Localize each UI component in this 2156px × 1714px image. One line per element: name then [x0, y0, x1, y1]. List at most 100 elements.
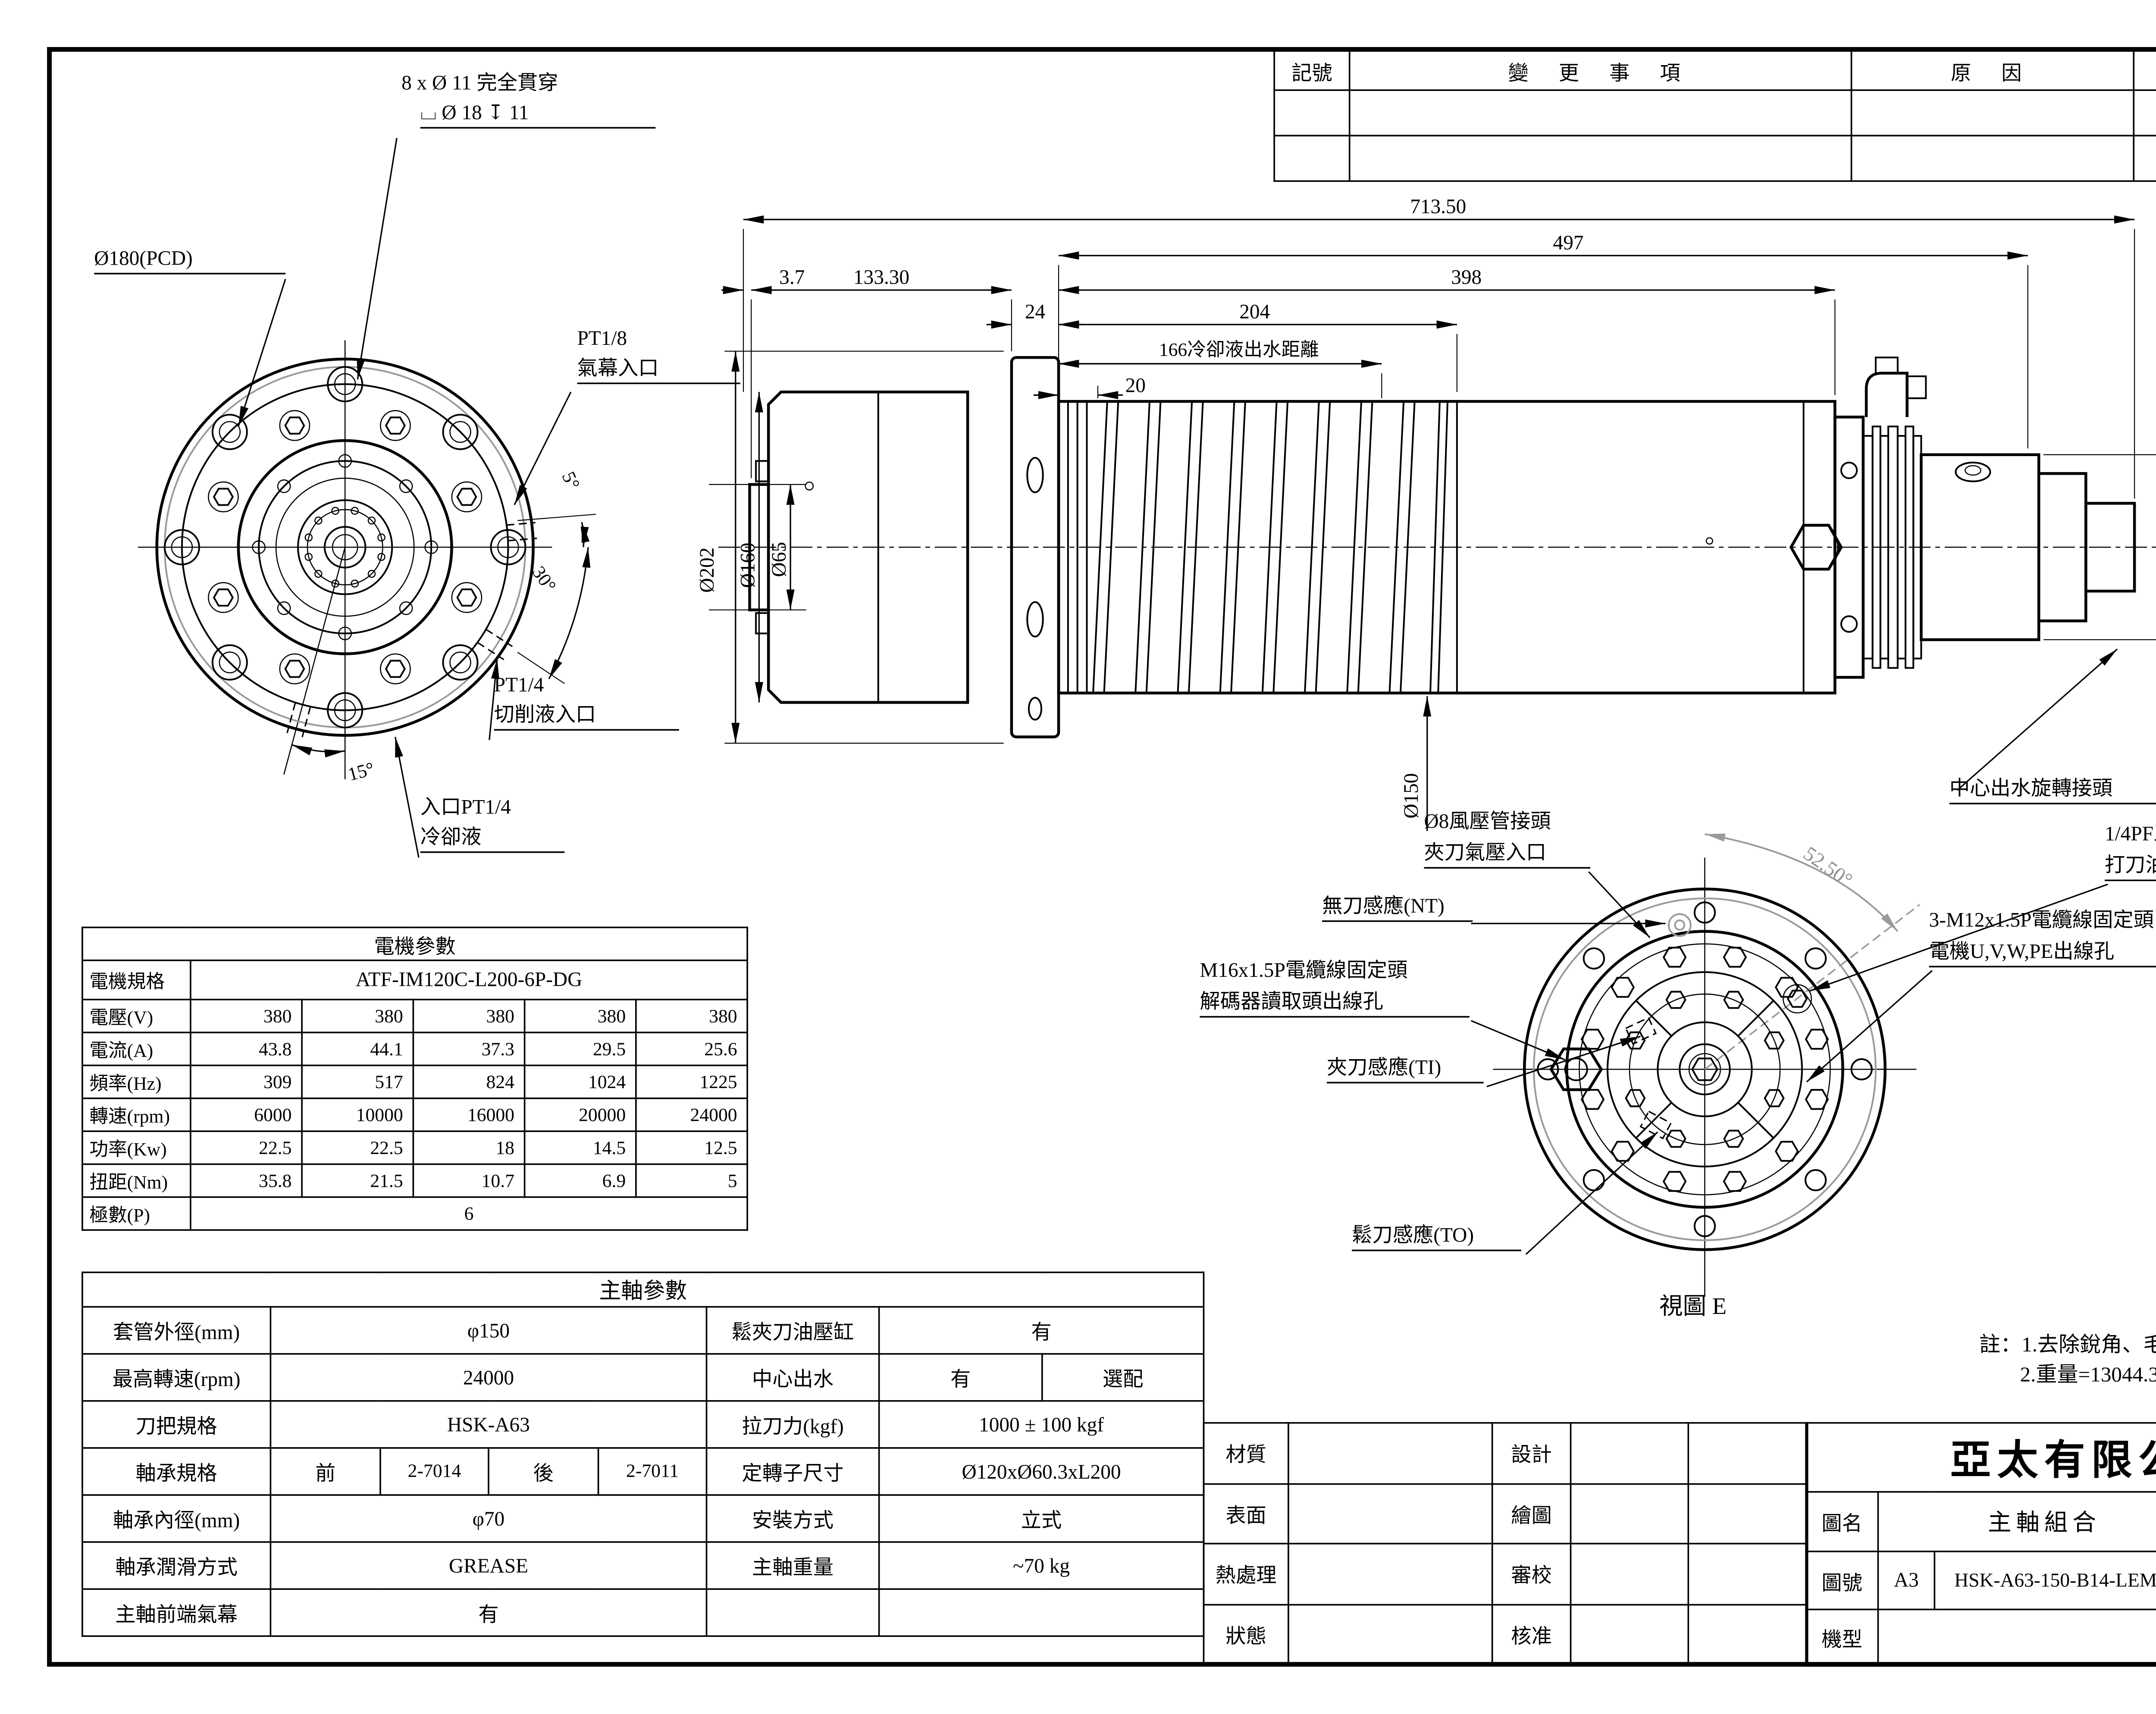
table-cell: 29.5 [523, 1032, 637, 1067]
table-row [1273, 89, 2156, 137]
table-cell: 24000 [270, 1353, 708, 1402]
bolt-pattern-note-line2: ⌴ Ø 18 ↧ 11 [420, 101, 656, 128]
dim-3-7: 3.7 [779, 265, 805, 289]
dim-497: 497 [1553, 230, 1584, 254]
ti-sensor-label: 夾刀感應(TI) [1326, 1056, 1484, 1083]
table-row: 轉速(rpm) 6000 10000 16000 20000 24000 [81, 1097, 749, 1132]
table-cell: 極數(P) [81, 1196, 191, 1231]
table-cell: 日期 [2133, 50, 2156, 91]
cutting-fluid-label-line1: PT1/4 [494, 672, 544, 696]
air-curtain-label-line2: 氣幕入口 [577, 357, 740, 384]
table-cell: 6.9 [523, 1163, 637, 1198]
dim-24: 24 [1025, 299, 1046, 323]
review-label: 審校 [1491, 1542, 1572, 1605]
table-cell: φ150 [270, 1306, 708, 1355]
table-cell: 14.5 [523, 1130, 637, 1165]
note-line1: 註：1.去除銳角、毛邊 [1979, 1332, 2156, 1357]
table-cell: 立式 [878, 1494, 1205, 1543]
table-cell: 37.3 [412, 1032, 526, 1067]
table-cell: 380 [301, 998, 414, 1033]
table-cell: 轉速(rpm) [81, 1097, 191, 1132]
sheet-border [47, 47, 2156, 1667]
table-cell [1288, 1542, 1493, 1605]
table-cell [1348, 89, 1852, 137]
table-cell [1687, 1603, 1808, 1665]
table-cell: 21.5 [301, 1163, 414, 1198]
table-cell: 套管外徑(mm) [81, 1306, 272, 1355]
table-cell: 12.5 [635, 1130, 749, 1165]
dia-150-label: Ø150 [1399, 773, 1423, 819]
table-cell: 10.7 [412, 1163, 526, 1198]
table-cell: 扭距(Nm) [81, 1163, 191, 1198]
title-block-left: 材質 設計 表面 繪圖 熱處理 審校 狀態 核准 [1203, 1422, 1808, 1665]
table-cell [1877, 1608, 2156, 1667]
pcd-label: Ø180(PCD) [94, 247, 285, 274]
air-tube-label-line2: 夾刀氣壓入口 [1424, 841, 1591, 868]
table-cell: 軸承規格 [81, 1447, 272, 1496]
table-row: 極數(P) 6 [81, 1196, 749, 1231]
table-cell: 有 [270, 1588, 708, 1637]
dim-713: 713.50 [1410, 194, 1467, 218]
table-cell: 有 [878, 1353, 1043, 1402]
table-cell: ATF-IM120C-L200-6P-DG [190, 959, 749, 1001]
table-cell: 定轉子尺寸 [705, 1447, 880, 1496]
table-row: 圖號 A3 HSK-A63-150-B14-LEM-AC 比例 1:3 [1805, 1551, 2156, 1611]
table-cell: 6000 [190, 1097, 303, 1132]
table-cell: 22.5 [190, 1130, 303, 1165]
dim-20: 20 [1125, 373, 1146, 397]
table-row: 熱處理 審校 [1203, 1542, 1808, 1605]
table-cell: 24000 [635, 1097, 749, 1132]
table-cell: 刀把規格 [81, 1400, 272, 1449]
side-dimensions [708, 215, 2156, 831]
table-row: 電機參數 [81, 926, 749, 961]
table-cell [1687, 1422, 1808, 1484]
view-e-caption: 視圖 E [1659, 1295, 1727, 1320]
title-block-right: 亞太有限公司 圖名 主軸組合 圖號 A3 HSK-A63-150-B14-LEM… [1805, 1422, 2156, 1667]
table-row: 亞太有限公司 [1805, 1422, 2156, 1493]
spindle-table-title: 主軸參數 [81, 1271, 1205, 1308]
table-cell: 有 [878, 1306, 1205, 1355]
table-row: 記號 變 更 事 項 原 因 日期 修改者 [1273, 50, 2156, 91]
air-curtain-label-line1: PT1/8 [577, 326, 627, 350]
heat-label: 熱處理 [1203, 1542, 1289, 1605]
table-row: 刀把規格 HSK-A63 拉刀力(kgf) 1000 ± 100 kgf [81, 1400, 1205, 1449]
table-cell [1273, 134, 1351, 182]
swivel-joint-label: 中心出水旋轉接頭 [1949, 777, 2156, 804]
table-cell [1687, 1542, 1808, 1605]
motor-table-title: 電機參數 [81, 926, 749, 961]
bolt-pattern-note-line1: 8 x Ø 11 完全貫穿 [401, 70, 558, 94]
revision-table: 記號 變 更 事 項 原 因 日期 修改者 [1273, 50, 2156, 182]
table-row: 狀態 核准 [1203, 1603, 1808, 1665]
table-cell [878, 1588, 1205, 1637]
rear-view [1470, 833, 2108, 1297]
dim-166: 166冷卻液出水距離 [1159, 338, 1319, 361]
table-cell [705, 1588, 880, 1637]
table-row: 套管外徑(mm) φ150 鬆夾刀油壓缸 有 [81, 1306, 1205, 1355]
table-row: 圖名 主軸組合 [1805, 1491, 2156, 1552]
table-cell: 安裝方式 [705, 1494, 880, 1543]
table-row: 材質 設計 [1203, 1422, 1808, 1484]
model-label: 機型 [1805, 1608, 1879, 1667]
front-bolt-holes [163, 366, 526, 729]
table-cell: 變 更 事 項 [1348, 50, 1852, 91]
table-cell: 10000 [301, 1097, 414, 1132]
table-cell: 20000 [523, 1097, 637, 1132]
table-cell [1570, 1542, 1689, 1605]
table-row: 功率(Kw) 22.5 22.5 18 14.5 12.5 [81, 1130, 749, 1165]
table-cell [1570, 1603, 1689, 1665]
table-cell: 主軸前端氣幕 [81, 1588, 272, 1637]
to-sensor-label: 鬆刀感應(TO) [1352, 1223, 1521, 1251]
table-cell: 鬆夾刀油壓缸 [705, 1306, 880, 1355]
front-view [138, 138, 596, 858]
table-row: 表面 繪圖 [1203, 1482, 1808, 1545]
table-cell: 功率(Kw) [81, 1130, 191, 1165]
table-cell: 前 [270, 1447, 381, 1496]
table-cell: Ø120xØ60.3xL200 [878, 1447, 1205, 1496]
table-cell: 22.5 [301, 1130, 414, 1165]
table-cell: 1000 ± 100 kgf [878, 1400, 1205, 1449]
table-cell: 380 [412, 998, 526, 1033]
drawing-name-value: 主軸組合 [1877, 1491, 2156, 1552]
m12-gland-label-line1: 3-M12x1.5P電纜線固定頭 [1929, 907, 2154, 932]
table-cell [2133, 89, 2156, 137]
